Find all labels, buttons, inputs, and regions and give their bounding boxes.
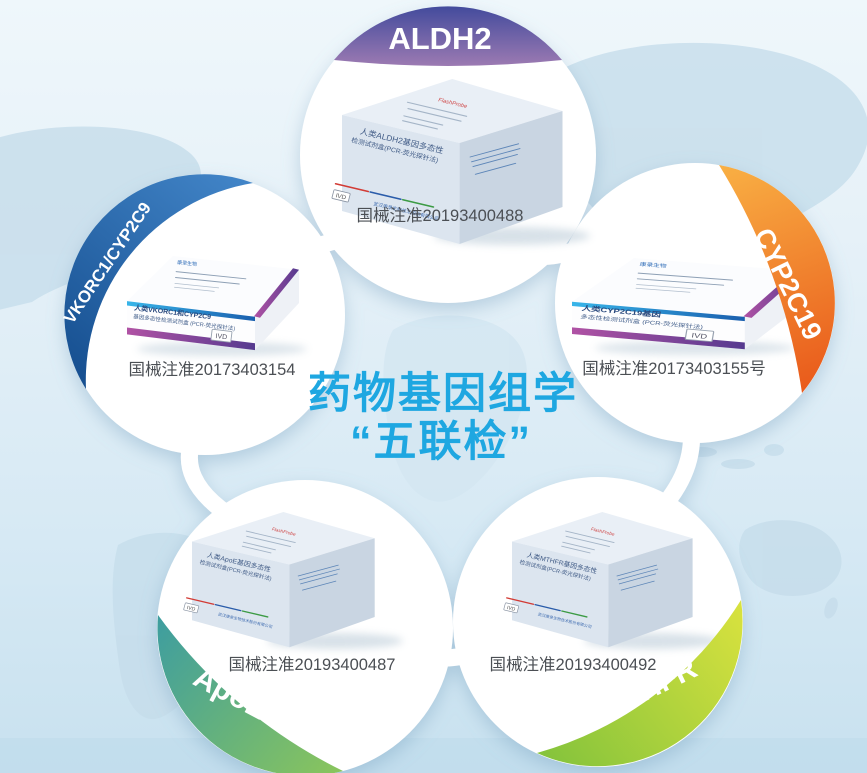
box-brand-logo: 康录生物 xyxy=(177,259,198,268)
registration-apoe: 国械注准20193400487 xyxy=(229,655,396,674)
ivd-badge xyxy=(210,328,233,343)
box-brand-logo: 康录生物 xyxy=(639,261,667,269)
ribbon-mthfr xyxy=(537,600,743,767)
product-box-apoe: FlashProbe 人类ApoE基因多态性 检测试剂盒(PCR-荧光探针法) … xyxy=(183,512,375,648)
product-group-vkorc1: 康录生物 人类VKORC1和CYP2C9 基因多态性检测试剂盒 (PCR-荧光探… xyxy=(60,174,307,389)
registration-cyp2c19: 国械注准20173403155号 xyxy=(582,359,765,378)
ivd-badge-label: IVD xyxy=(691,332,708,341)
product-box-vkorc1: 康录生物 人类VKORC1和CYP2C9 基因多态性检测试剂盒 (PCR-荧光探… xyxy=(127,256,299,351)
ivd-badge xyxy=(503,602,520,614)
registration-aldh2: 国械注准20193400488 xyxy=(357,206,524,225)
registration-mthfr: 国械注准20193400492 xyxy=(490,655,657,674)
box-brand-logo: FlashProbe xyxy=(590,526,615,536)
ivd-badge xyxy=(183,602,200,614)
title-line1: 药物基因组学 xyxy=(308,370,578,418)
product-box-aldh2: FlashProbe 人类ALDH2基因多态性 检测试剂盒(PCR-荧光探针法)… xyxy=(331,79,563,244)
box-brand-logo: FlashProbe xyxy=(271,527,296,537)
map-africa xyxy=(383,315,528,502)
ivd-badge xyxy=(684,328,715,342)
ivd-badge-label: IVD xyxy=(186,605,196,613)
product-group-mthfr: FlashProbe 人类MTHFR基因多态性 检测试剂盒(PCR-荧光探针法)… xyxy=(490,512,743,767)
product-group-aldh2: FlashProbe 人类ALDH2基因多态性 检测试剂盒(PCR-荧光探针法)… xyxy=(331,6,590,245)
map-island-3 xyxy=(764,444,784,456)
map-new-zealand xyxy=(824,597,838,619)
ivd-badge-label: IVD xyxy=(335,192,347,201)
box-shadow xyxy=(137,342,307,356)
map-island-2 xyxy=(721,459,755,469)
gene-label-aldh2: ALDH2 xyxy=(388,21,491,56)
ivd-badge xyxy=(331,189,351,203)
product-group-cyp2c19: 康录生物 人类CYP2C19基因 多态性检测试剂盒 (PCR-荧光探针法) IV… xyxy=(572,165,835,393)
ivd-badge-label: IVD xyxy=(215,333,227,341)
ribbon-cyp2c19 xyxy=(719,165,835,393)
ribbon-vkorc1 xyxy=(64,174,253,389)
product-box-mthfr: FlashProbe 人类MTHFR基因多态性 检测试剂盒(PCR-荧光探针法)… xyxy=(503,512,693,648)
map-australia xyxy=(739,520,842,596)
product-group-apoe: FlashProbe 人类ApoE基因多态性 检测试剂盒(PCR-荧光探针法) … xyxy=(157,512,403,773)
ivd-badge-label: IVD xyxy=(506,605,516,613)
title-line2: “五联检” xyxy=(350,418,532,466)
registration-vkorc1: 国械注准20173403154 xyxy=(129,360,296,379)
ribbon-aldh2 xyxy=(334,6,562,66)
ribbon-apoe xyxy=(157,615,343,773)
center-title: 药物基因组学 “五联检” xyxy=(308,370,578,466)
map-antarctica-strip xyxy=(0,738,867,773)
